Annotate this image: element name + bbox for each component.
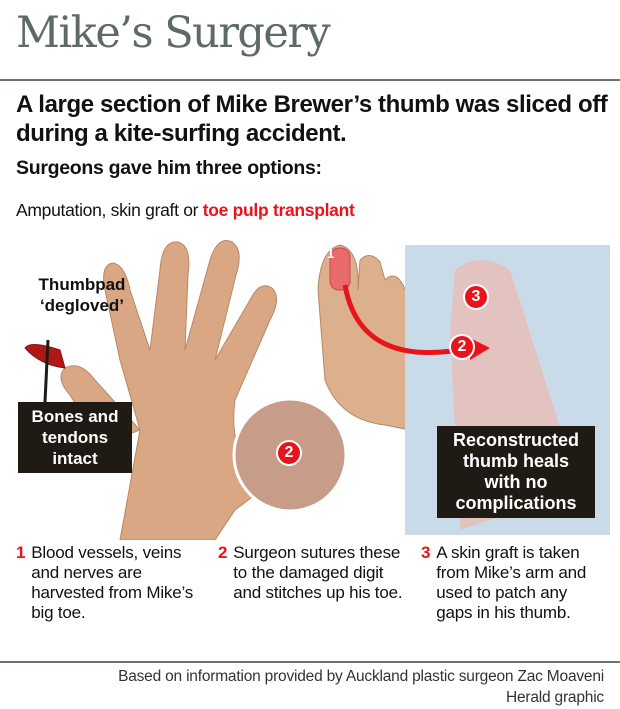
- credit: Herald graphic: [505, 689, 604, 706]
- step-number: 2: [218, 543, 228, 562]
- label-bones: Bones and tendons intact: [18, 402, 132, 473]
- badge-2-photo: 2: [276, 440, 302, 466]
- step-1: 1 Blood vessels, veins and nerves are har…: [16, 543, 196, 623]
- divider: [0, 661, 620, 663]
- pointer-line: [43, 339, 50, 403]
- step-2: 2 Surgeon sutures these to the damaged di…: [218, 543, 408, 603]
- step-text: A skin graft is taken from Mike’s arm an…: [436, 543, 587, 622]
- arrow-head-icon: [470, 338, 490, 360]
- options-line: Amputation, skin graft or toe pulp trans…: [16, 200, 355, 221]
- source-note: Based on information provided by Aucklan…: [118, 668, 604, 685]
- divider: [0, 79, 620, 81]
- options-highlight: toe pulp transplant: [202, 200, 355, 220]
- step-3: 3 A skin graft is taken from Mike’s arm a…: [421, 543, 606, 623]
- badge-2: 2: [449, 334, 475, 360]
- headline: A large section of Mike Brewer’s thumb w…: [16, 91, 608, 147]
- arrow-icon: [342, 284, 471, 356]
- label-reconstructed: Reconstructed thumb heals with no compli…: [437, 426, 595, 518]
- step-text: Blood vessels, veins and nerves are harv…: [31, 543, 194, 622]
- subhead: Surgeons gave him three options:: [16, 157, 322, 179]
- label-thumbpad: Thumbpad ‘degloved’: [38, 275, 126, 315]
- options-plain: Amputation, skin graft or: [16, 200, 203, 220]
- badge-3: 3: [463, 284, 489, 310]
- badge-1: 1: [327, 246, 335, 261]
- step-number: 1: [16, 543, 26, 562]
- step-number: 3: [421, 543, 431, 562]
- step-text: Surgeon sutures these to the damaged dig…: [233, 543, 403, 602]
- page-title: Mike’s Surgery: [16, 8, 331, 58]
- footer: Based on information provided by Aucklan…: [118, 666, 604, 708]
